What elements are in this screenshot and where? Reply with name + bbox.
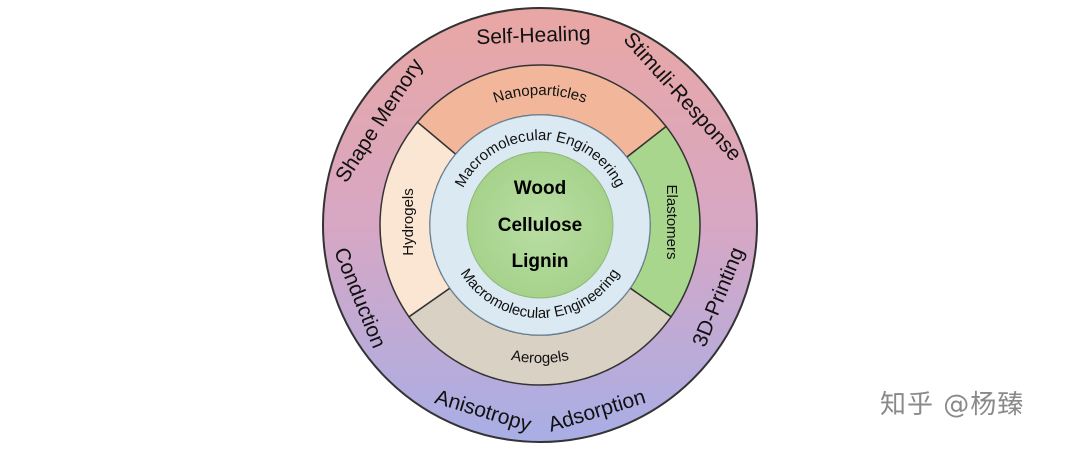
core-circle [466,151,614,299]
watermark: 知乎 @杨臻 [880,390,1025,420]
core-cellulose: Cellulose [498,215,582,236]
hydrogels-label: Hydrogels [400,188,417,256]
core-lignin: Lignin [512,251,569,272]
outer-self-healing: Self-Healing [476,22,591,49]
aerogels-label: Aerogels [510,347,570,367]
core-wood: Wood [514,178,566,199]
elastomers-label: Elastomers [663,184,680,259]
